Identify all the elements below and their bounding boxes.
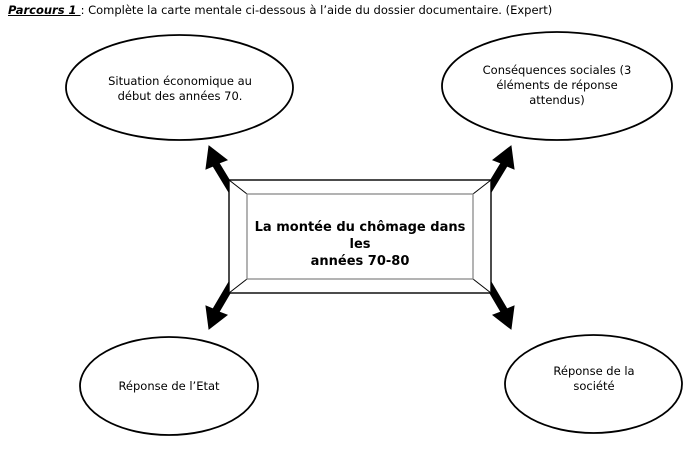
node-ellipse-top-right[interactable] bbox=[441, 31, 673, 141]
node-ellipse-bottom-left[interactable] bbox=[79, 336, 259, 436]
center-box-inner-frame bbox=[246, 193, 474, 280]
node-ellipse-bottom-right[interactable] bbox=[504, 334, 683, 434]
center-node-box[interactable] bbox=[228, 179, 492, 294]
instruction-text: : Complète la carte mentale ci-dessous à… bbox=[80, 3, 553, 17]
node-ellipse-top-left[interactable] bbox=[65, 34, 294, 141]
center-box-bevel-tl bbox=[228, 179, 248, 195]
center-box-bevel-br bbox=[472, 278, 492, 294]
instruction-line: Parcours 1 : Complète la carte mentale c… bbox=[8, 3, 552, 18]
center-box-bevel-tr bbox=[472, 179, 492, 195]
center-box-bevel-bl bbox=[228, 278, 248, 294]
instruction-lead: Parcours 1 bbox=[8, 3, 81, 17]
